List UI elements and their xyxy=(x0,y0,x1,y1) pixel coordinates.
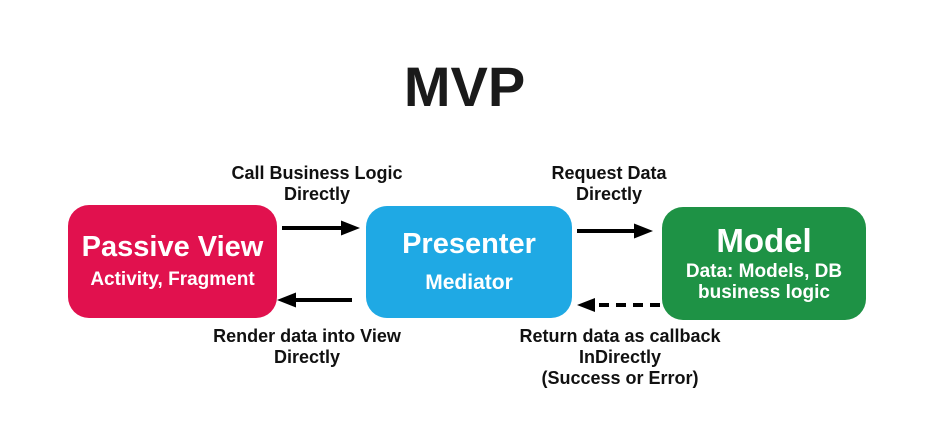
passive-view-subtitle: Activity, Fragment xyxy=(90,269,255,291)
label-line: Render data into View xyxy=(213,326,401,346)
passive-view-box: Passive View Activity, Fragment xyxy=(68,205,277,318)
arrow-label-request-data: Request Data Directly xyxy=(551,163,666,205)
arrow-label-call-business-logic: Call Business Logic Directly xyxy=(231,163,402,205)
label-line: Directly xyxy=(575,184,643,205)
presenter-title: Presenter xyxy=(402,228,536,261)
arrow-label-render-data: Render data into View Directly xyxy=(213,326,401,368)
presenter-box: Presenter Mediator xyxy=(366,206,572,318)
model-subtitle-line1: Data: Models, DB xyxy=(685,260,843,282)
presenter-subtitle: Mediator xyxy=(425,270,513,294)
label-line: InDirectly xyxy=(578,347,662,368)
arrow-render-left-icon xyxy=(277,292,352,308)
label-line: (Success or Error) xyxy=(541,368,699,389)
label-line: Request Data xyxy=(551,163,667,183)
label-line: Return data as callback xyxy=(519,326,721,346)
model-box: Model Data: Models, DB business logic xyxy=(662,207,866,320)
model-title: Model xyxy=(716,221,812,259)
arrow-call-right-icon xyxy=(282,220,360,236)
label-line: Directly xyxy=(273,347,341,368)
model-subtitle: Data: Models, DB business logic xyxy=(686,261,842,304)
arrow-request-right-icon xyxy=(577,223,653,239)
model-subtitle-line2: business logic xyxy=(698,281,830,303)
passive-view-title: Passive View xyxy=(81,230,264,263)
arrow-return-dashed-left-icon xyxy=(577,298,660,312)
label-line: Directly xyxy=(283,184,351,205)
label-line: Call Business Logic xyxy=(231,163,403,183)
arrow-label-return-data: Return data as callback InDirectly (Succ… xyxy=(519,326,720,390)
diagram-title: MVP xyxy=(403,55,526,118)
